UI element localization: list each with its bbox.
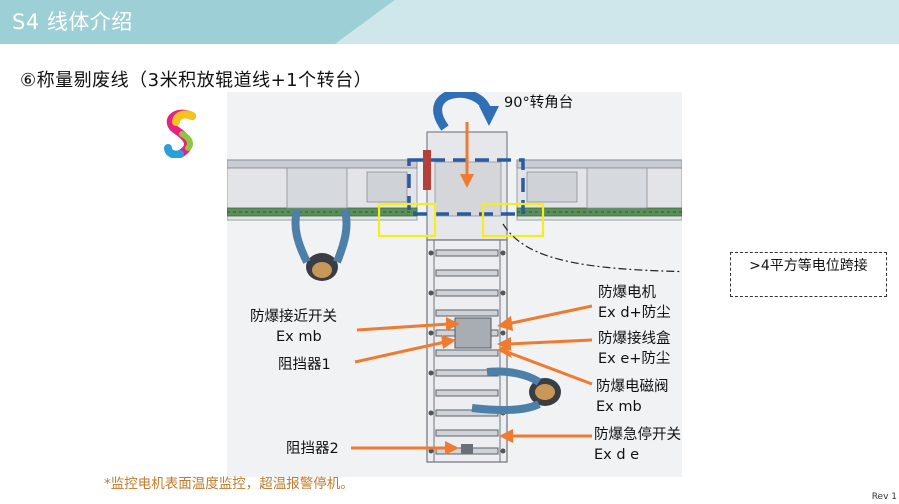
rotary-table-label: 90°转角台 [504,95,574,111]
estop-rating: Ex d e [594,447,640,463]
page-title: S4 线体介绍 [12,10,133,34]
conveyor-line-diagram [227,92,682,477]
prox-switch-rating: Ex mb [276,329,322,345]
section-subtitle: ⑥称量剔废线（3米积放辊道线+1个转台） [20,70,373,91]
temperature-note: *监控电机表面温度监控，超温报警停机。 [104,476,354,492]
bonding-point-left [377,202,437,238]
junction-box-label: 防爆接线盒 [598,331,671,347]
revision-label: Rev 1 [871,492,897,502]
annotation-arrows [351,122,593,455]
prox-switch-label: 防爆接近开关 [250,309,337,325]
header-band-shape [0,0,899,44]
stopper-2-label: 阻挡器2 [286,441,339,457]
motor-label: 防爆电机 [598,285,656,301]
rotation-arrow-icon [433,92,499,131]
stopper-1-label: 阻挡器1 [278,357,331,373]
bonding-leader-line [502,223,682,273]
bonding-callout-text: >4平方等电位跨接 [749,258,868,274]
header-bar: S4 线体介绍 [0,0,899,44]
roller-conveyor [426,239,508,463]
bonding-callout: >4平方等电位跨接 [730,252,887,297]
s-logo-icon [164,109,196,158]
junction-box-rating: Ex e+防尘 [598,351,671,367]
left-conveyor [227,159,418,221]
solenoid-valve-rating: Ex mb [596,399,642,415]
right-conveyor [516,159,682,221]
solenoid-valve-label: 防爆电磁阀 [596,379,669,395]
operator-figure-left [291,209,351,281]
bonding-point-right [481,202,545,238]
operator-figure-right [471,367,561,415]
motor-rating: Ex d+防尘 [598,305,671,321]
estop-label: 防爆急停开关 [594,427,681,443]
